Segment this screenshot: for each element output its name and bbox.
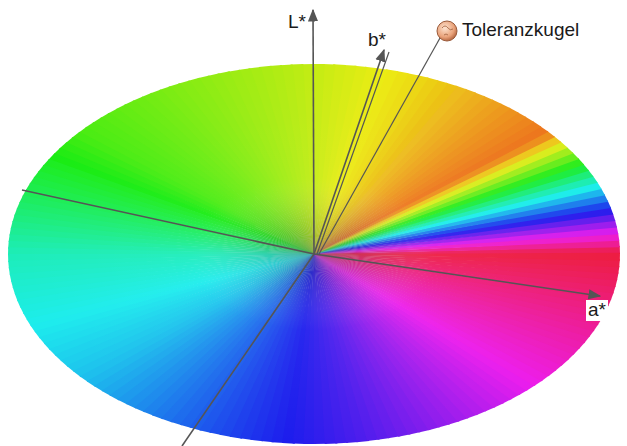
sphere-texture <box>442 26 453 35</box>
tolerance-sphere <box>437 21 457 41</box>
sphere-label: Toleranzkugel <box>462 20 579 41</box>
axes <box>22 10 600 446</box>
tolerance-line <box>319 38 440 254</box>
b-axis <box>314 50 384 254</box>
axis-label: b* <box>368 30 386 51</box>
axis-label: L* <box>288 12 306 33</box>
b-axis-double <box>317 52 389 254</box>
b-axis-lower <box>182 254 314 446</box>
axis-label: a* <box>586 300 608 321</box>
a-axis <box>22 190 600 296</box>
l-axis <box>313 10 314 254</box>
